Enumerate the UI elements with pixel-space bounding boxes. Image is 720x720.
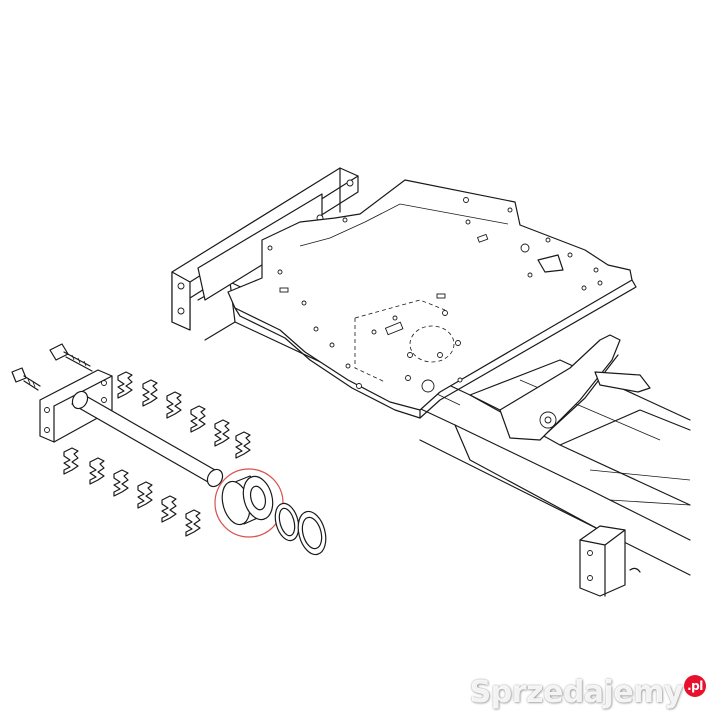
washer-1 [274,502,300,542]
watermark-logo: Sprzedajemy.pl [470,675,706,710]
shim-row-lower [63,447,201,537]
rear-block [579,525,641,597]
bolt-1 [49,343,93,372]
shim-row-upper [117,371,251,459]
floor-plate [227,179,637,419]
washer-2 [297,510,327,556]
watermark-badge: .pl [684,675,706,697]
grease-fitting [11,367,41,391]
pivot-shaft [71,390,224,488]
bushing [221,475,274,526]
watermark-text: Sprzedajemy [469,675,684,710]
rear-bracket [469,334,651,441]
